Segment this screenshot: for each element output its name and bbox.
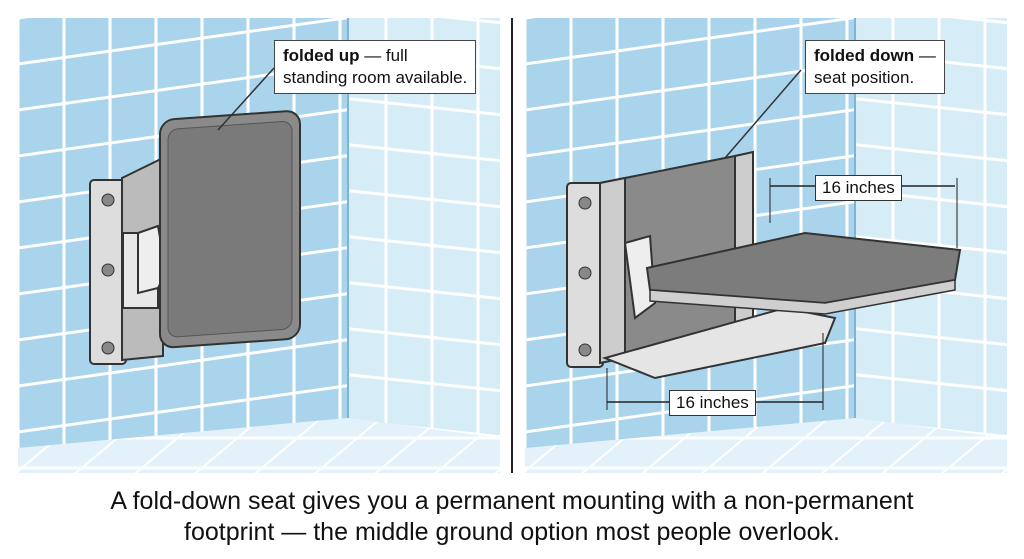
folded-down-panel: folded down — seat position. 16 inches 1… [525,18,1007,473]
folded-up-callout: folded up — full standing room available… [274,40,477,94]
panel-divider [511,18,513,473]
folded-down-callout: folded down — seat position. [805,40,945,94]
caption: A fold-down seat gives you a permanent m… [110,487,914,546]
seat-depth-label: 16 inches [815,175,902,201]
folded-up-panel: folded up — full standing room available… [18,18,500,473]
bracket-depth-label: 16 inches [669,390,756,416]
